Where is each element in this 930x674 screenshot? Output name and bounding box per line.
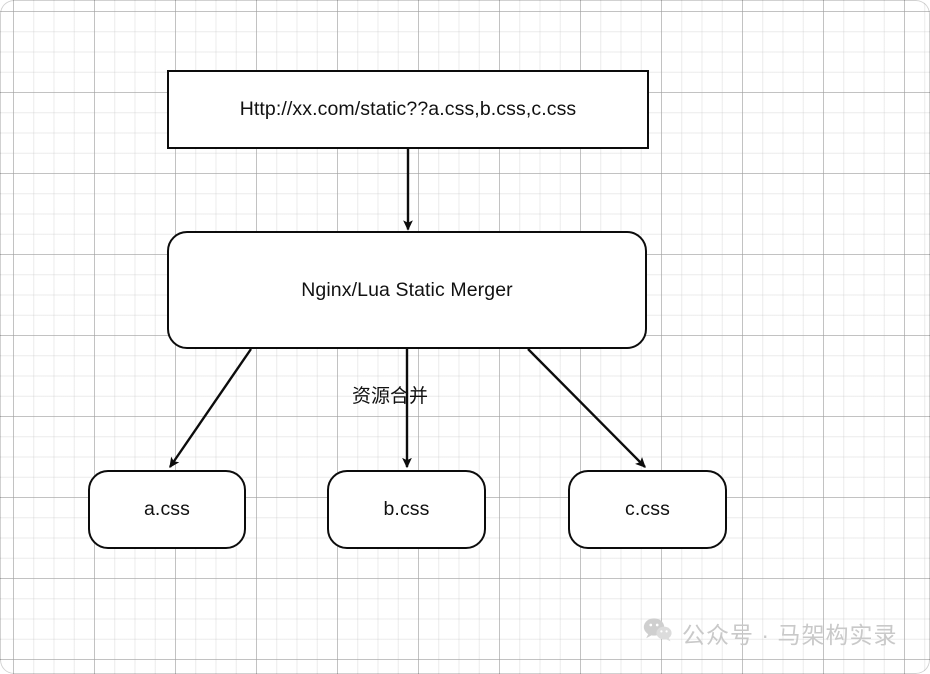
node-b-css[interactable]: b.css <box>327 470 486 549</box>
node-a-css[interactable]: a.css <box>88 470 246 549</box>
wechat-logo-icon <box>643 617 673 649</box>
node-request-url[interactable]: Http://xx.com/static??a.css,b.css,c.css <box>167 70 649 149</box>
watermark-text: 公众号 · 马架构实录 <box>682 622 898 648</box>
node-b-css-label: b.css <box>383 498 430 520</box>
edge-merger-to-a-css <box>169 348 252 468</box>
node-a-css-label: a.css <box>143 498 190 520</box>
node-nginx-lua-static-merger-label: Nginx/Lua Static Merger <box>301 278 513 301</box>
node-c-css[interactable]: c.css <box>568 470 727 549</box>
edge-merger-to-c-css <box>527 348 646 468</box>
node-request-url-label: Http://xx.com/static??a.css,b.css,c.css <box>239 98 577 120</box>
node-nginx-lua-static-merger[interactable]: Nginx/Lua Static Merger <box>167 231 647 349</box>
node-c-css-label: c.css <box>625 498 670 520</box>
watermark: 公众号 · 马架构实录 <box>643 616 897 650</box>
edge-label-resource-merge: 资源合并 <box>352 386 429 407</box>
